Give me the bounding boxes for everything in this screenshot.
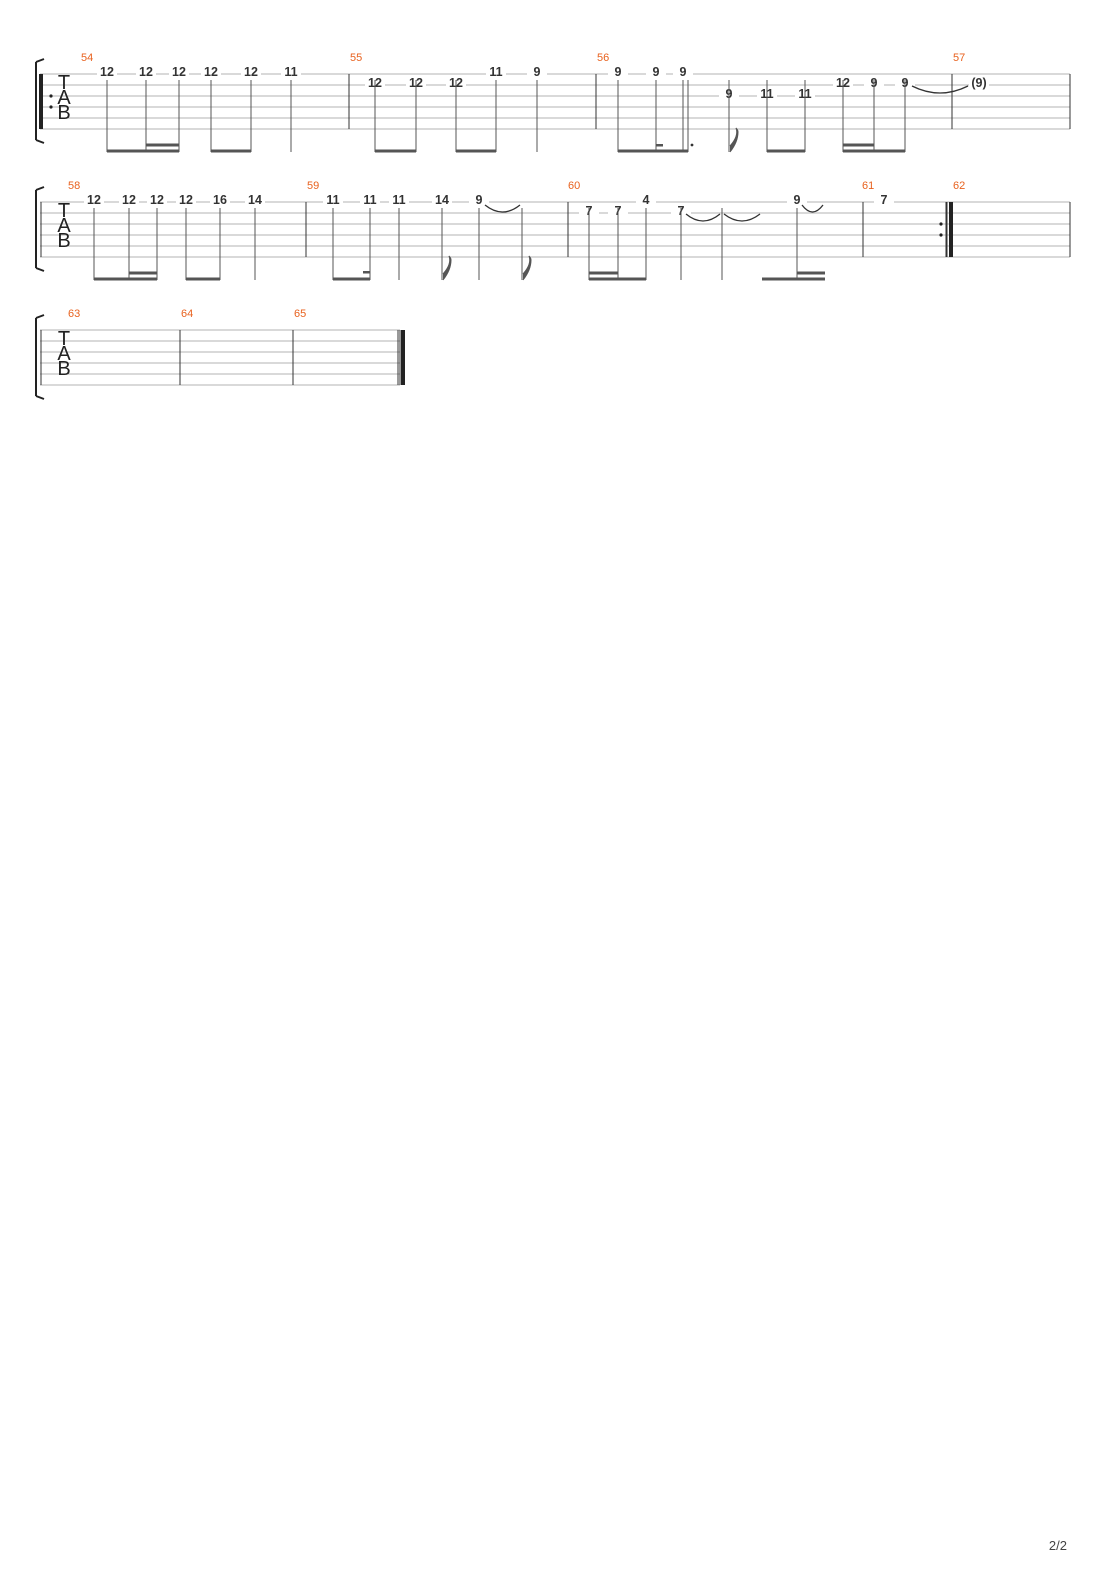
fret-bg: [389, 194, 409, 206]
fret-number: 9: [680, 65, 687, 79]
repeat-dot: [49, 105, 53, 109]
tab-system-3: [35, 314, 401, 400]
fret-number: 12: [122, 193, 136, 207]
fret-number: 16: [213, 193, 227, 207]
fret-bg: [119, 194, 139, 206]
tie: [723, 213, 761, 222]
fret-number: 9: [794, 193, 801, 207]
fret-bg: [241, 66, 261, 78]
beam-stub: [363, 271, 370, 274]
fret-number: 12: [179, 193, 193, 207]
repeat-dot: [939, 233, 943, 237]
repeat-end-thick-bar: [949, 202, 953, 257]
fret-bg: [281, 66, 301, 78]
measure-number-58: 58: [68, 180, 80, 192]
fret-bg: [97, 66, 117, 78]
fret-number: 12: [100, 65, 114, 79]
fret-number: 9: [653, 65, 660, 79]
fret-bg: [874, 194, 894, 206]
measure-number-57: 57: [953, 52, 965, 64]
measure-number-56: 56: [597, 52, 609, 64]
fret-bg: [147, 194, 167, 206]
tab-clef-letter: T: [58, 200, 70, 222]
fret-number: 11: [284, 65, 297, 79]
tab-clef-letter: B: [57, 102, 70, 124]
fret-bg: [469, 194, 489, 206]
fret-number: 4: [643, 193, 650, 207]
fret-number: 12: [150, 193, 164, 207]
fret-bg: [360, 194, 380, 206]
tab-clef-letter: A: [57, 343, 71, 365]
fret-number: 7: [881, 193, 888, 207]
tab-system-1: [35, 58, 1071, 144]
system-bracket: [35, 314, 45, 400]
fret-number: 12: [172, 65, 186, 79]
fret-bg: [646, 66, 666, 78]
tab-clef-letter: B: [57, 358, 70, 380]
tab-clef-letter: B: [57, 230, 70, 252]
tab-clef-letter: A: [57, 87, 71, 109]
measure-number-59: 59: [307, 180, 319, 192]
fret-bg: [608, 66, 628, 78]
fret-number: 11: [392, 193, 405, 207]
tab-clef-letter: A: [57, 215, 71, 237]
system-bracket: [35, 58, 45, 144]
fret-bg: [636, 194, 656, 206]
fret-bg: [969, 77, 989, 89]
fret-number: 14: [248, 193, 262, 207]
note-flag: [442, 255, 452, 281]
note-flag: [729, 127, 739, 153]
rhythm-dot: [690, 143, 694, 147]
fret-bg: [169, 66, 189, 78]
measure-number-54: 54: [81, 52, 93, 64]
fret-number: 12: [244, 65, 258, 79]
measure-number-62: 62: [953, 180, 965, 192]
fret-bg: [176, 194, 196, 206]
fret-number: 12: [204, 65, 218, 79]
measure-number-60: 60: [568, 180, 580, 192]
fret-number: 14: [435, 193, 449, 207]
repeat-start-thick-bar: [39, 74, 43, 129]
fret-number: 9: [615, 65, 622, 79]
note-flag: [522, 255, 532, 281]
repeat-dot: [939, 222, 943, 226]
fret-number: (9): [971, 76, 986, 90]
measure-number-64: 64: [181, 308, 193, 320]
tie: [484, 204, 521, 213]
beam-stub: [656, 144, 663, 147]
tab-clef-letter: T: [58, 72, 70, 94]
final-thick-bar: [401, 330, 405, 385]
fret-bg: [323, 194, 343, 206]
fret-number: 9: [476, 193, 483, 207]
fret-number: 12: [139, 65, 153, 79]
fret-bg: [136, 66, 156, 78]
fret-bg: [787, 194, 807, 206]
tab-clef-letter: T: [58, 328, 70, 350]
tie: [911, 85, 969, 94]
fret-bg: [245, 194, 265, 206]
fret-bg: [201, 66, 221, 78]
tie: [801, 204, 824, 213]
system-bracket: [35, 186, 45, 272]
fret-bg: [673, 66, 693, 78]
fret-bg: [527, 66, 547, 78]
measure-number-65: 65: [294, 308, 306, 320]
measure-number-55: 55: [350, 52, 362, 64]
fret-bg: [486, 66, 506, 78]
repeat-dot: [49, 94, 53, 98]
fret-number: 11: [363, 193, 376, 207]
fret-number: 9: [534, 65, 541, 79]
fret-number: 12: [87, 193, 101, 207]
measure-number-63: 63: [68, 308, 80, 320]
measure-number-61: 61: [862, 180, 874, 192]
fret-bg: [210, 194, 230, 206]
fret-bg: [84, 194, 104, 206]
page-number: 2/2: [1048, 1538, 1067, 1553]
fret-number: 11: [489, 65, 502, 79]
tie: [685, 213, 721, 222]
fret-number: 11: [326, 193, 339, 207]
fret-bg: [432, 194, 452, 206]
